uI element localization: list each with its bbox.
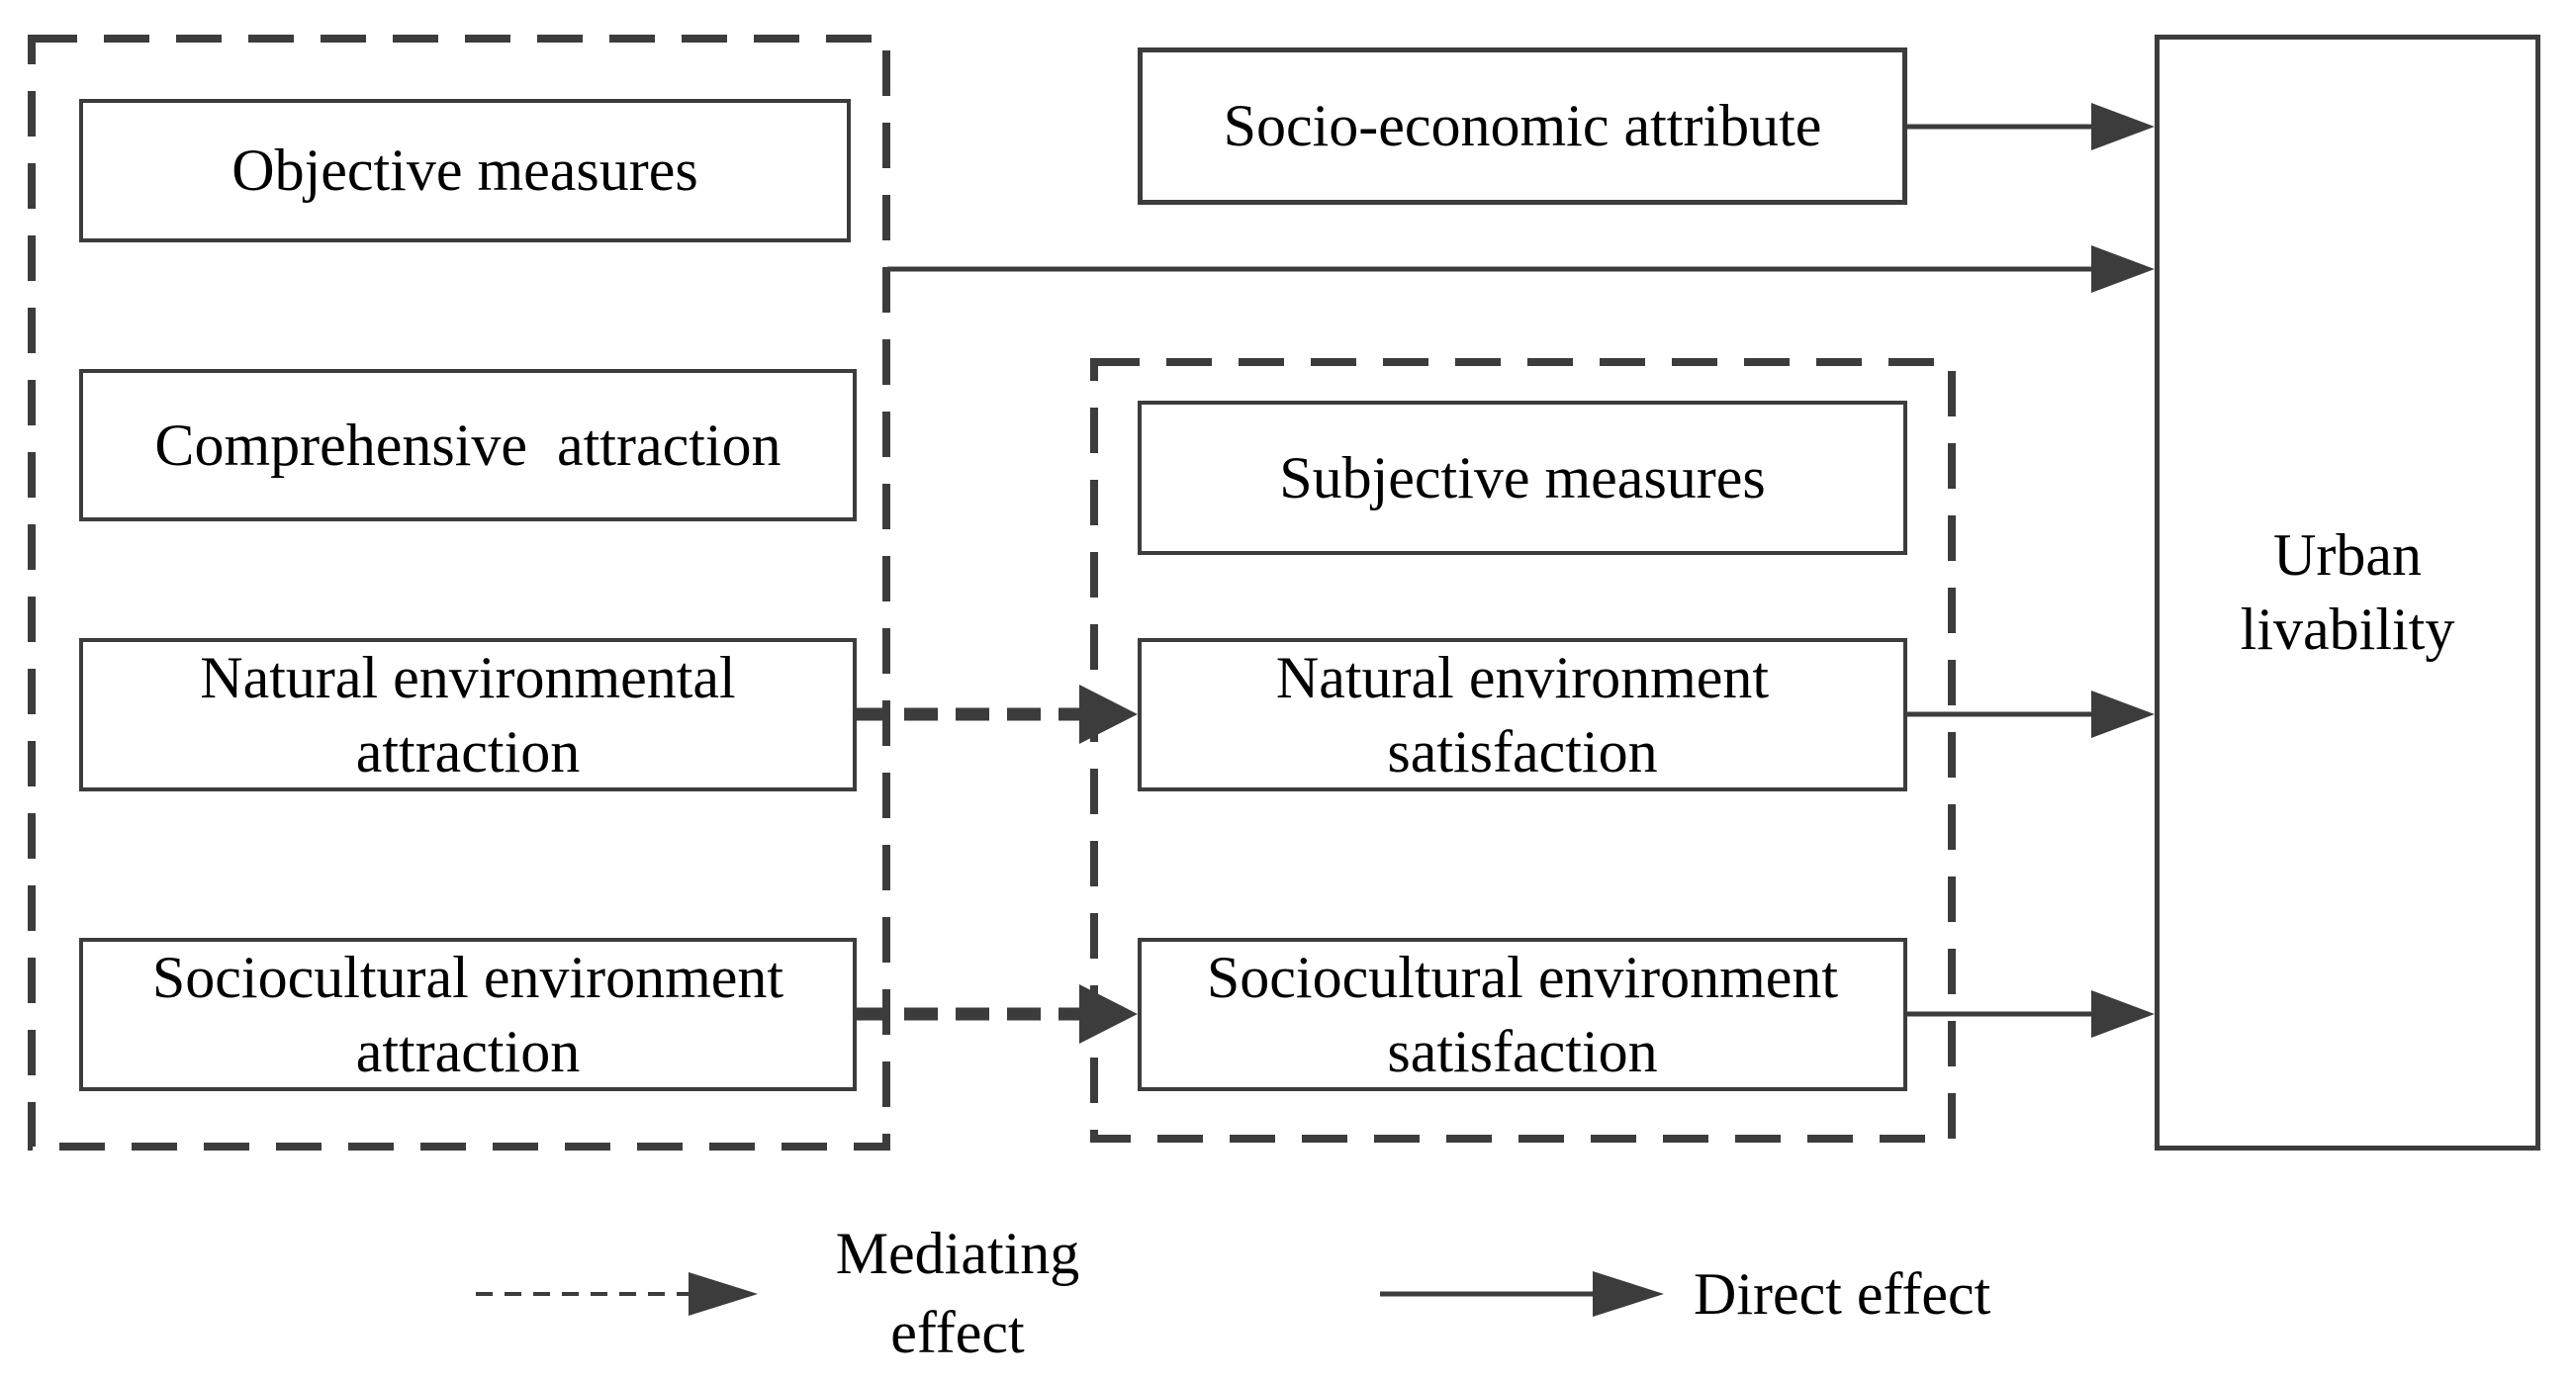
legend-mediating-arrow [476, 1272, 758, 1316]
direct-arrow-natural-satisfaction [1907, 691, 2155, 738]
subjective-measures-group-frame [1090, 358, 1956, 1143]
urban-livability-box: Urban livability [2155, 35, 2540, 1151]
direct-arrow-objective [887, 245, 2155, 293]
natural-environment-satisfaction-box: Natural environment satisfaction [1138, 638, 1907, 791]
legend-mediating-effect-label: Mediating effect [835, 1221, 1080, 1365]
legend-direct-effect-label: Direct effect [1694, 1261, 1991, 1327]
mediating-arrow-natural [853, 685, 1138, 744]
objective-measures-box: Objective measures [79, 99, 851, 242]
comprehensive-attraction-box: Comprehensive attraction [79, 369, 857, 521]
objective-measures-group-frame [28, 35, 890, 1151]
sociocultural-environment-attraction-box: Sociocultural environment attraction [79, 938, 857, 1091]
socio-economic-attribute-box: Socio-economic attribute [1138, 47, 1907, 205]
natural-environmental-attraction-box: Natural environmental attraction [79, 638, 857, 791]
direct-arrow-socio-economic [1907, 103, 2155, 150]
mediating-arrow-sociocultural [853, 984, 1138, 1044]
sociocultural-environment-satisfaction-box: Sociocultural environment satisfaction [1138, 938, 1907, 1091]
legend-direct-arrow [1380, 1271, 1664, 1317]
direct-arrow-sociocultural-satisfaction [1907, 990, 2155, 1038]
subjective-measures-box: Subjective measures [1138, 401, 1907, 555]
